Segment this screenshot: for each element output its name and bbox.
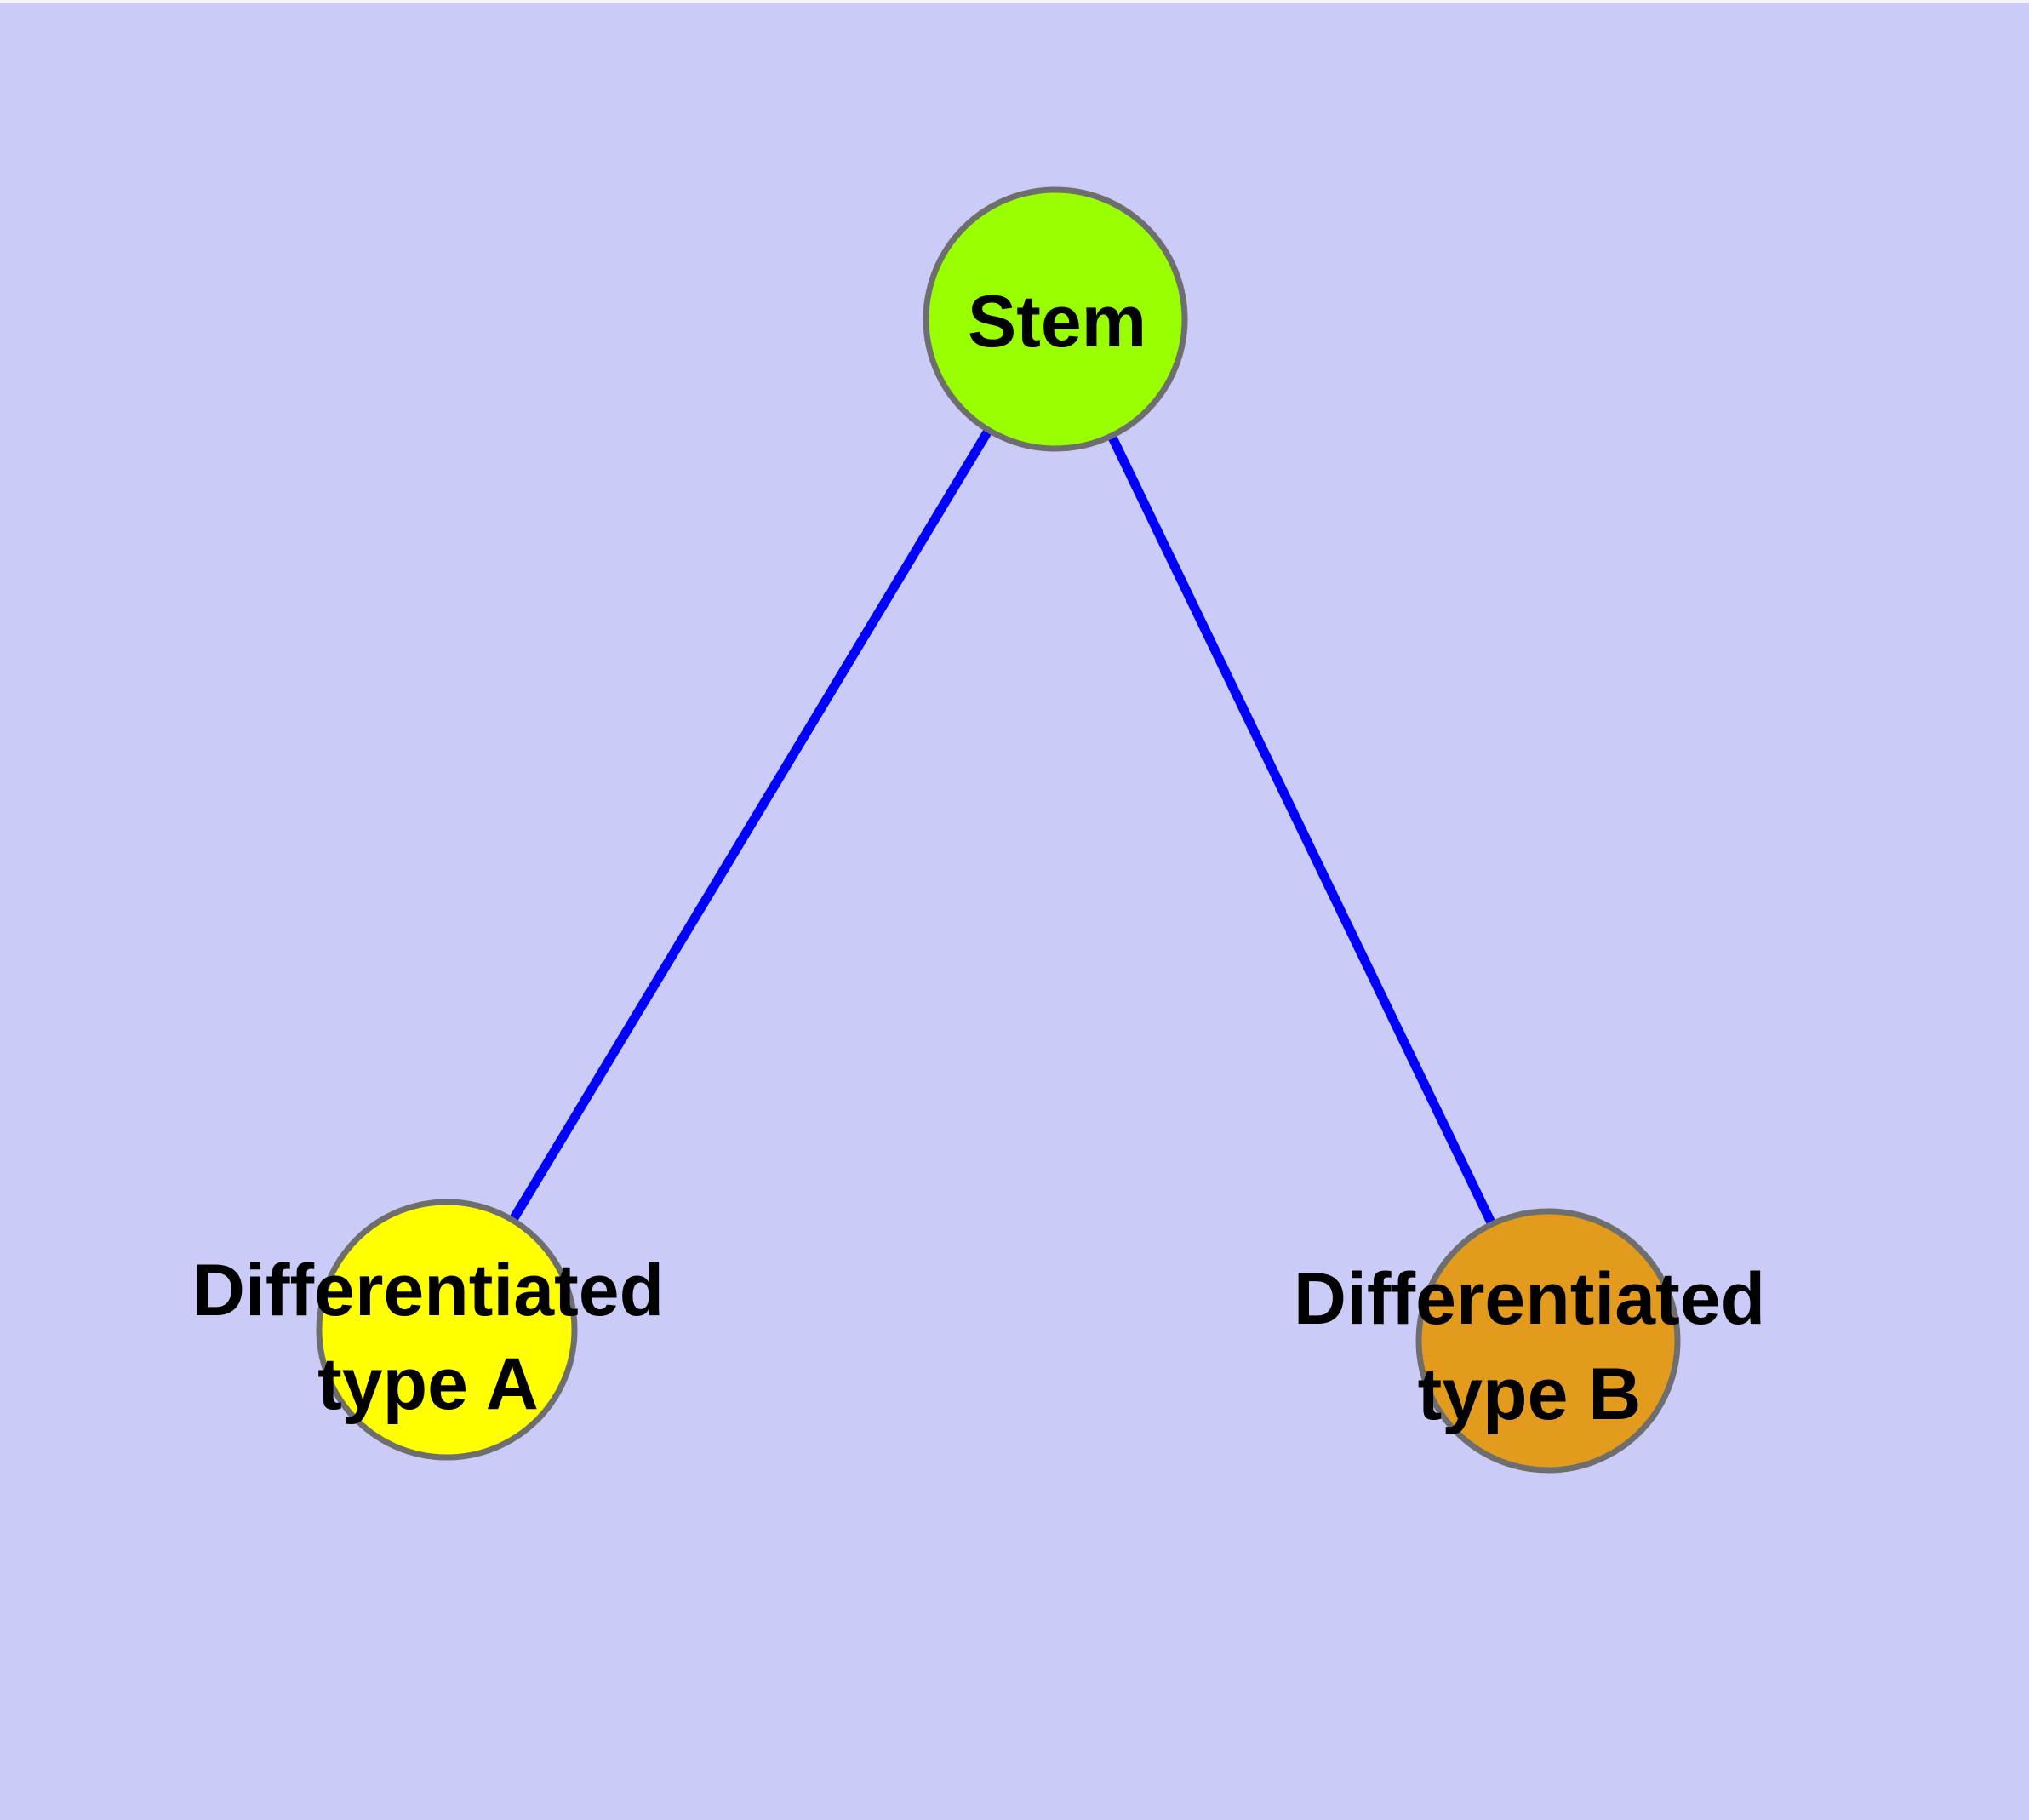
type-a-label-line-2: type A	[317, 1343, 539, 1425]
stem-node-label: Stem	[968, 281, 1146, 363]
edge-stem-to-type-a	[443, 317, 1060, 1332]
type-a-label-line-1: Differentiated	[192, 1250, 664, 1331]
top-edge-strip	[0, 0, 2029, 3]
edge-stem-to-type-b	[1051, 317, 1552, 1343]
stem-node-circle	[923, 186, 1188, 452]
type-b-node-circle	[1415, 1208, 1681, 1474]
type-b-label-line-2: type B	[1418, 1354, 1642, 1435]
type-a-node-circle	[316, 1199, 578, 1461]
type-b-label-line-1: Differentiated	[1294, 1258, 1765, 1340]
